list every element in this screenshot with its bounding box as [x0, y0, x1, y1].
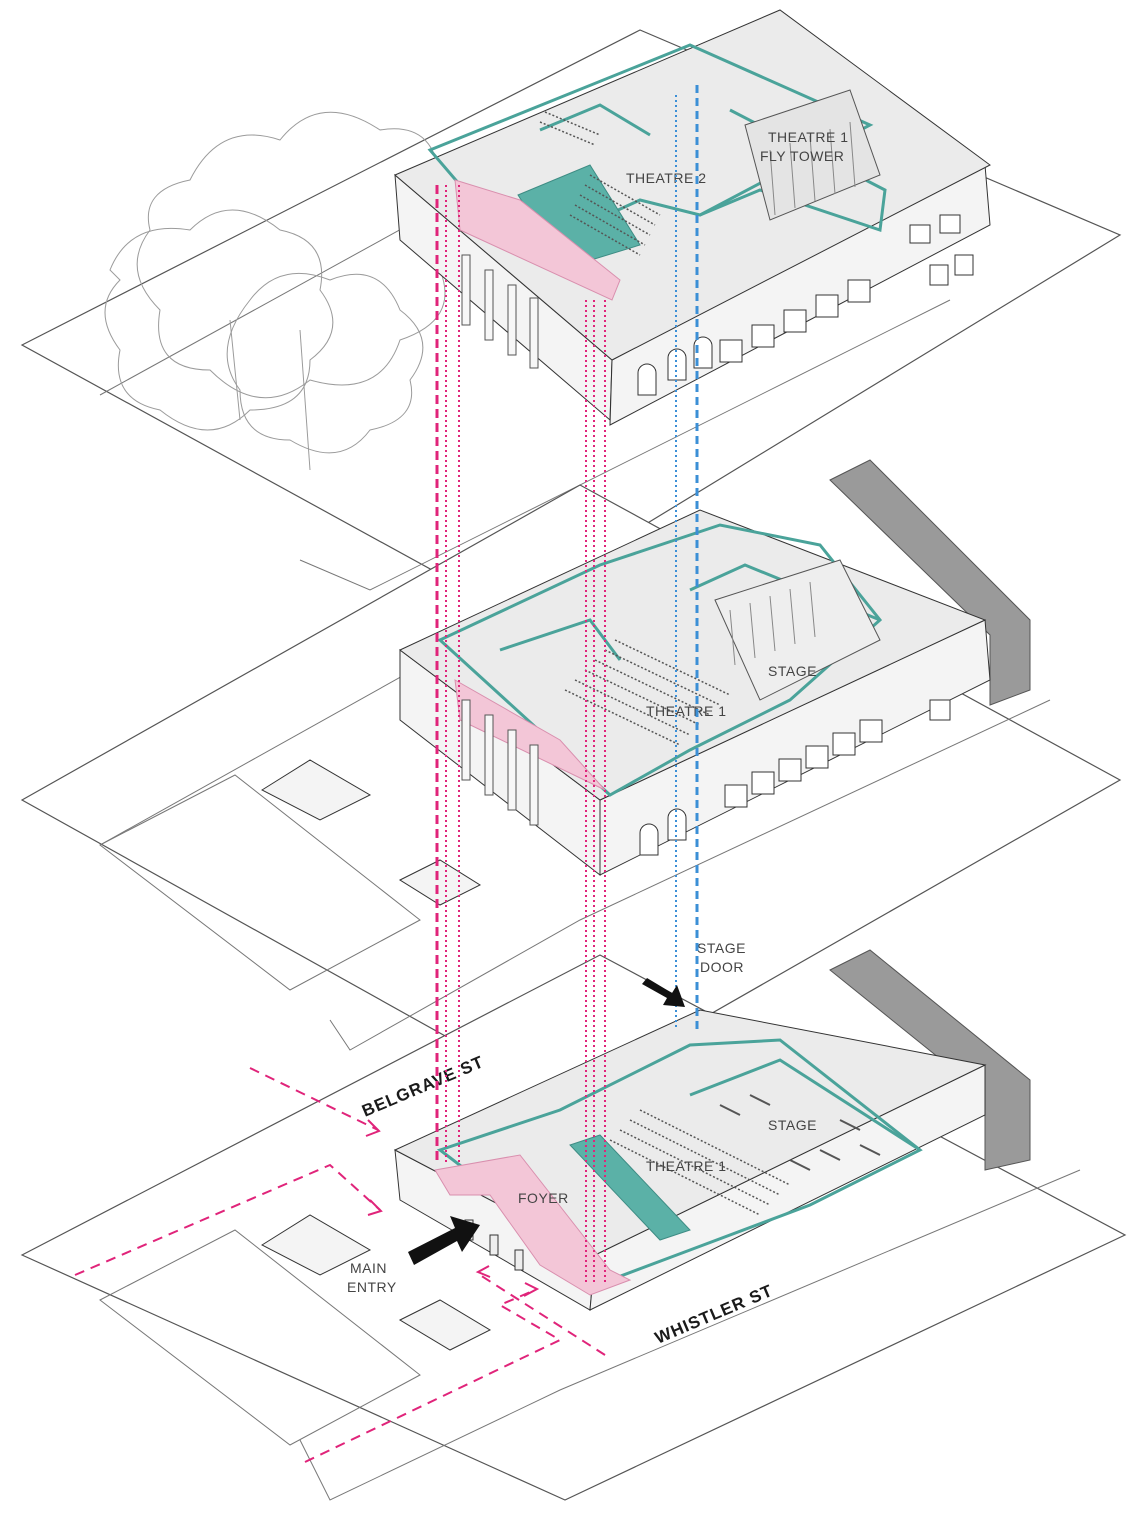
middle-stage-volume	[714, 559, 881, 701]
label-theatre2: THEATRE 2	[626, 170, 706, 186]
middle-facade-windows	[639, 699, 951, 856]
middle-colonnade	[461, 699, 539, 826]
label-main-entry-1: MAIN	[350, 1260, 387, 1276]
middle-parking-lot	[99, 774, 421, 991]
label-stage-middle: STAGE	[768, 663, 817, 679]
ground-stage-props	[719, 1094, 881, 1171]
theatre2-seating	[539, 111, 661, 256]
label-stage-door-2: DOOR	[700, 959, 744, 975]
label-stage-ground: STAGE	[768, 1117, 817, 1133]
upper-facade-windows	[637, 214, 974, 396]
label-theatre1-fly-tower-2: FLY TOWER	[760, 148, 844, 164]
label-main-entry-2: ENTRY	[347, 1279, 397, 1295]
label-theatre1-fly-tower-1: THEATRE 1	[768, 129, 848, 145]
tree-outlines	[104, 111, 461, 471]
label-stage-door-1: STAGE	[697, 940, 746, 956]
upper-level: THEATRE 1 FLY TOWER THEATRE 2	[20, 9, 1122, 611]
ground-level: FOYER THEATRE 1 STAGE STAGE DOOR MAIN EN…	[20, 940, 1127, 1501]
label-theatre1-ground: THEATRE 1	[646, 1158, 726, 1174]
middle-level: STAGE THEATRE 1	[20, 459, 1122, 1101]
ground-theatre1-teal-band	[569, 1134, 691, 1241]
fly-tower-volume	[744, 89, 881, 221]
upper-road-curb	[299, 299, 951, 591]
ground-parking-lot	[99, 1229, 421, 1446]
label-theatre1-middle: THEATRE 1	[646, 703, 726, 719]
stage-door-arrow-icon	[642, 978, 685, 1007]
approach-path-dashes	[74, 1067, 606, 1463]
approach-arrowheads	[365, 1119, 540, 1297]
middle-theatre1-seating	[564, 639, 731, 746]
main-entry-arrow-icon	[408, 1216, 480, 1265]
middle-annex	[260, 759, 372, 821]
vertical-circulation-lines	[435, 85, 699, 1285]
middle-neighbour-wall	[829, 459, 1031, 706]
ground-annex	[260, 1214, 372, 1276]
fly-tower-battens	[769, 121, 856, 216]
label-foyer: FOYER	[518, 1190, 569, 1206]
upper-colonnade	[461, 254, 539, 369]
ground-pink-foyer	[434, 1154, 632, 1296]
